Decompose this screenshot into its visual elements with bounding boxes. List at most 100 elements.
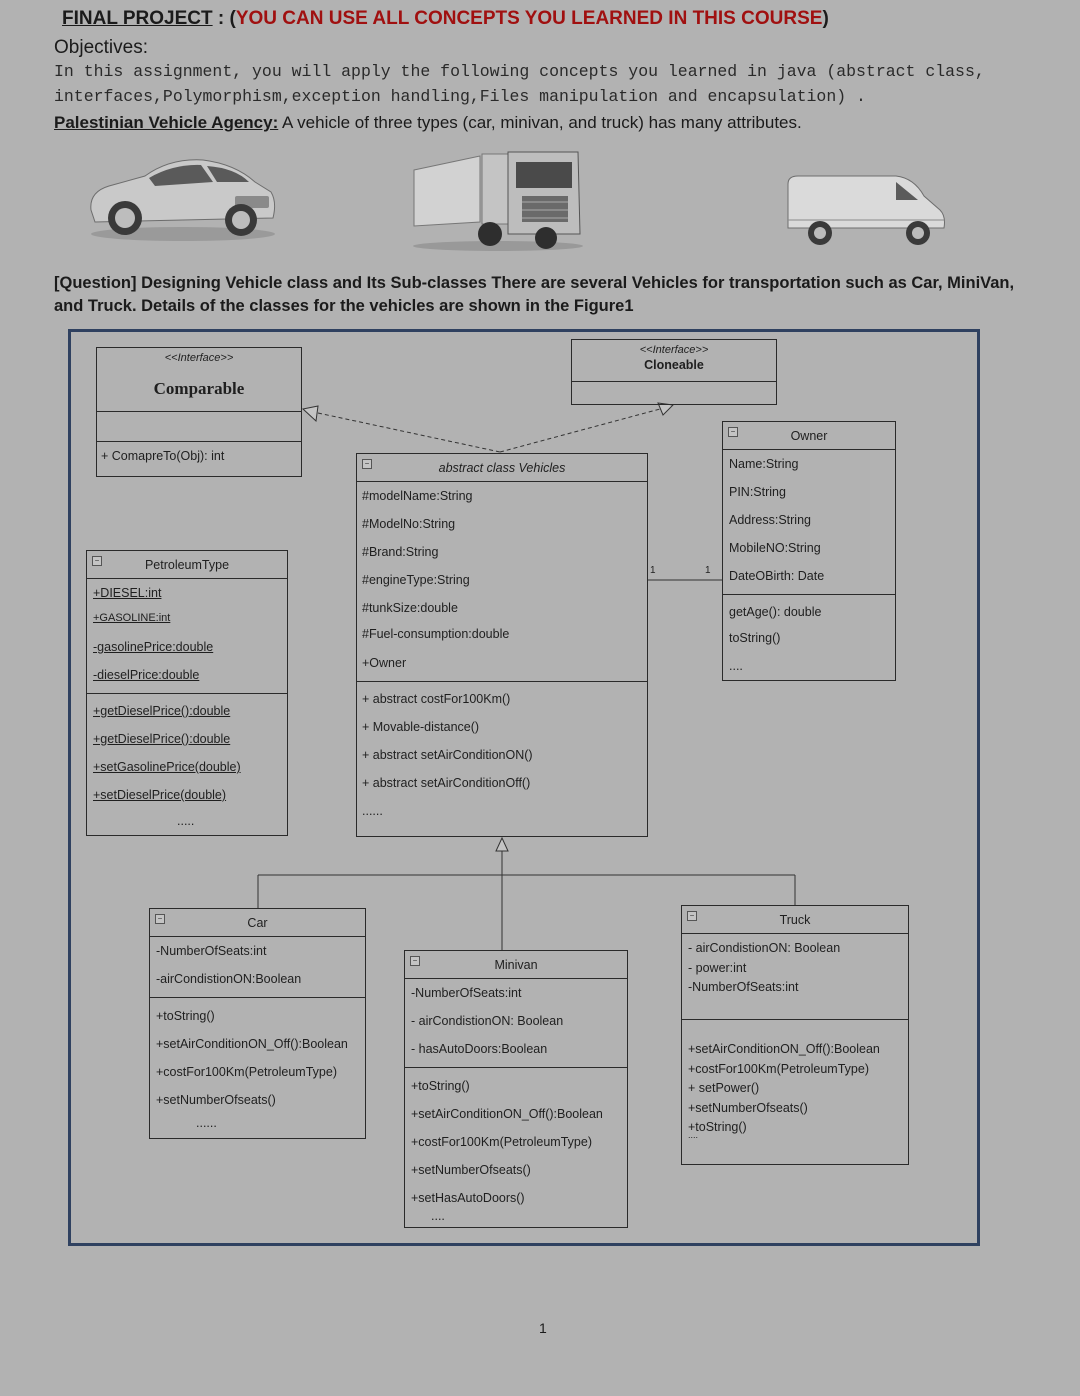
owner-attribute: DateOBirth: Date: [729, 569, 825, 583]
class-diagram-frame: [68, 329, 980, 1246]
car-method: +setAirConditionON_Off():Boolean: [156, 1037, 348, 1051]
minivan-attribute: - airCondistionON: Boolean: [411, 1014, 564, 1028]
truck-method: +costFor100Km(PetroleumType): [688, 1062, 869, 1076]
car-attribute: -airCondistionON:Boolean: [156, 972, 302, 986]
comparable-arrowhead: [301, 405, 319, 423]
owner-attribute: PIN:String: [729, 485, 786, 499]
cloneable-name: Cloneable: [644, 358, 704, 372]
inheritance-arrowhead: [495, 836, 509, 852]
vehicles-name: abstract class Vehicles: [438, 461, 566, 475]
vehicles-attribute: #modelName:String: [362, 489, 473, 503]
owner-ellipsis: ....: [729, 659, 743, 673]
minivan-ellipsis: ....: [431, 1209, 445, 1223]
petroleum-method: +getDieselPrice():double: [93, 704, 231, 718]
truck-ellipsis: ....: [688, 1130, 699, 1140]
objectives-line-2: interfaces,Polymorphism,exception handli…: [54, 87, 866, 106]
agency-name: Palestinian Vehicle Agency:: [54, 113, 279, 132]
owner-attribute: Name:String: [729, 457, 799, 471]
petroleum-method: +setDieselPrice(double): [93, 788, 227, 802]
comparable-realization-line: [317, 412, 501, 453]
vehicles-method: + Movable-distance(): [362, 720, 480, 734]
car-image: [90, 159, 276, 241]
compareto-method: + ComapreTo(Obj): int: [101, 449, 225, 463]
owner-class: − Owner Name:String PIN:String Address:S…: [722, 421, 896, 681]
minivan-method: +costFor100Km(PetroleumType): [411, 1135, 592, 1149]
vehicles-attribute: #engineType:String: [362, 573, 470, 587]
vehicles-class: − abstract class Vehicles #modelName:Str…: [356, 453, 648, 837]
collapse-icon: −: [362, 459, 372, 469]
objectives-line-1: In this assignment, you will apply the f…: [54, 62, 985, 81]
vehicles-attribute: #tunkSize:double: [362, 601, 458, 615]
comparable-name: Comparable: [153, 379, 245, 398]
collapse-icon: −: [92, 556, 102, 566]
truck-attribute: -NumberOfSeats:int: [688, 980, 799, 994]
agency-line: Palestinian Vehicle Agency: A vehicle of…: [54, 113, 802, 132]
cloneable-interface: <<Interface>> Cloneable: [571, 339, 777, 405]
petroleum-type-class: − PetroleumType +DIESEL:int +GASOLINE:in…: [86, 550, 288, 836]
objectives-heading: Objectives:: [54, 37, 148, 58]
car-class: − Car -NumberOfSeats:int -airCondistionO…: [149, 908, 366, 1139]
comparable-interface: <<Interface>> Comparable + ComapreTo(Obj…: [96, 347, 302, 477]
vehicles-method: + abstract setAirConditionOff(): [362, 776, 531, 790]
collapse-icon: −: [410, 956, 420, 966]
petroleum-method: +getDieselPrice():double: [93, 732, 231, 746]
collapse-icon: −: [728, 427, 738, 437]
final-project-label: FINAL PROJECT: [62, 8, 213, 29]
vehicles-attribute: #ModelNo:String: [362, 517, 456, 531]
petroleum-attribute: -dieselPrice:double: [93, 668, 200, 682]
minivan-name: Minivan: [494, 958, 538, 972]
vehicles-attribute: #Fuel-consumption:double: [362, 627, 510, 641]
owner-name: Owner: [790, 429, 828, 443]
multiplicity-vehicles: 1: [650, 565, 656, 576]
truck-method: + setPower(): [688, 1081, 760, 1095]
truck-image: [413, 151, 583, 251]
owner-attribute: MobileNO:String: [729, 541, 821, 555]
car-ellipsis: ......: [196, 1116, 217, 1130]
minivan-attribute: -NumberOfSeats:int: [411, 986, 522, 1000]
vehicles-ellipsis: ......: [362, 804, 383, 818]
car-attribute: -NumberOfSeats:int: [156, 944, 267, 958]
truck-attribute: - airCondistionON: Boolean: [688, 941, 841, 955]
minivan-method: +setNumberOfseats(): [411, 1163, 531, 1177]
minivan-attribute: - hasAutoDoors:Boolean: [411, 1042, 548, 1056]
owner-attribute: Address:String: [729, 513, 811, 527]
vehicles-attribute: #Brand:String: [362, 545, 439, 559]
owner-method: getAge(): double: [729, 605, 822, 619]
truck-attribute: - power:int: [688, 961, 747, 975]
car-method: +setNumberOfseats(): [156, 1093, 276, 1107]
van-image: [787, 175, 945, 245]
vehicles-method: + abstract costFor100Km(): [362, 692, 511, 706]
car-method: +costFor100Km(PetroleumType): [156, 1065, 337, 1079]
petroleum-ellipsis: .....: [177, 814, 195, 828]
project-title: FINAL PROJECT : (YOU CAN USE ALL CONCEPT…: [62, 8, 829, 29]
concepts-note: YOU CAN USE ALL CONCEPTS YOU LEARNED IN …: [235, 8, 823, 29]
truck-method: +toString(): [688, 1120, 747, 1134]
truck-method: +setAirConditionON_Off():Boolean: [688, 1042, 880, 1056]
multiplicity-owner: 1: [705, 565, 711, 576]
minivan-class: − Minivan -NumberOfSeats:int - airCondis…: [404, 950, 628, 1228]
vehicles-method: + abstract setAirConditionON(): [362, 748, 533, 762]
petroleum-attribute: +DIESEL:int: [93, 586, 162, 600]
minivan-method: +setHasAutoDoors(): [411, 1191, 525, 1205]
page-number: 1: [539, 1320, 547, 1336]
car-name: Car: [247, 916, 268, 930]
comparable-stereotype: <<Interface>>: [164, 352, 234, 364]
cloneable-stereotype: <<Interface>>: [639, 344, 709, 356]
truck-class: − Truck - airCondistionON: Boolean - pow…: [681, 905, 909, 1165]
owner-method: toString(): [729, 631, 781, 645]
vehicles-attribute: +Owner: [362, 656, 407, 670]
minivan-method: +toString(): [411, 1079, 470, 1093]
petroleum-attribute: -gasolinePrice:double: [93, 640, 214, 654]
truck-name: Truck: [779, 913, 811, 927]
minivan-method: +setAirConditionON_Off():Boolean: [411, 1107, 603, 1121]
petroleum-attribute: +GASOLINE:int: [93, 612, 171, 624]
petroleum-method: +setGasolinePrice(double): [93, 760, 241, 774]
question-text: [Question] Designing Vehicle class and I…: [54, 274, 1015, 315]
petroleum-name: PetroleumType: [144, 558, 230, 572]
cloneable-realization-line: [499, 408, 661, 453]
car-method: +toString(): [156, 1009, 215, 1023]
collapse-icon: −: [155, 914, 165, 924]
truck-method: +setNumberOfseats(): [688, 1101, 808, 1115]
collapse-icon: −: [687, 911, 697, 921]
